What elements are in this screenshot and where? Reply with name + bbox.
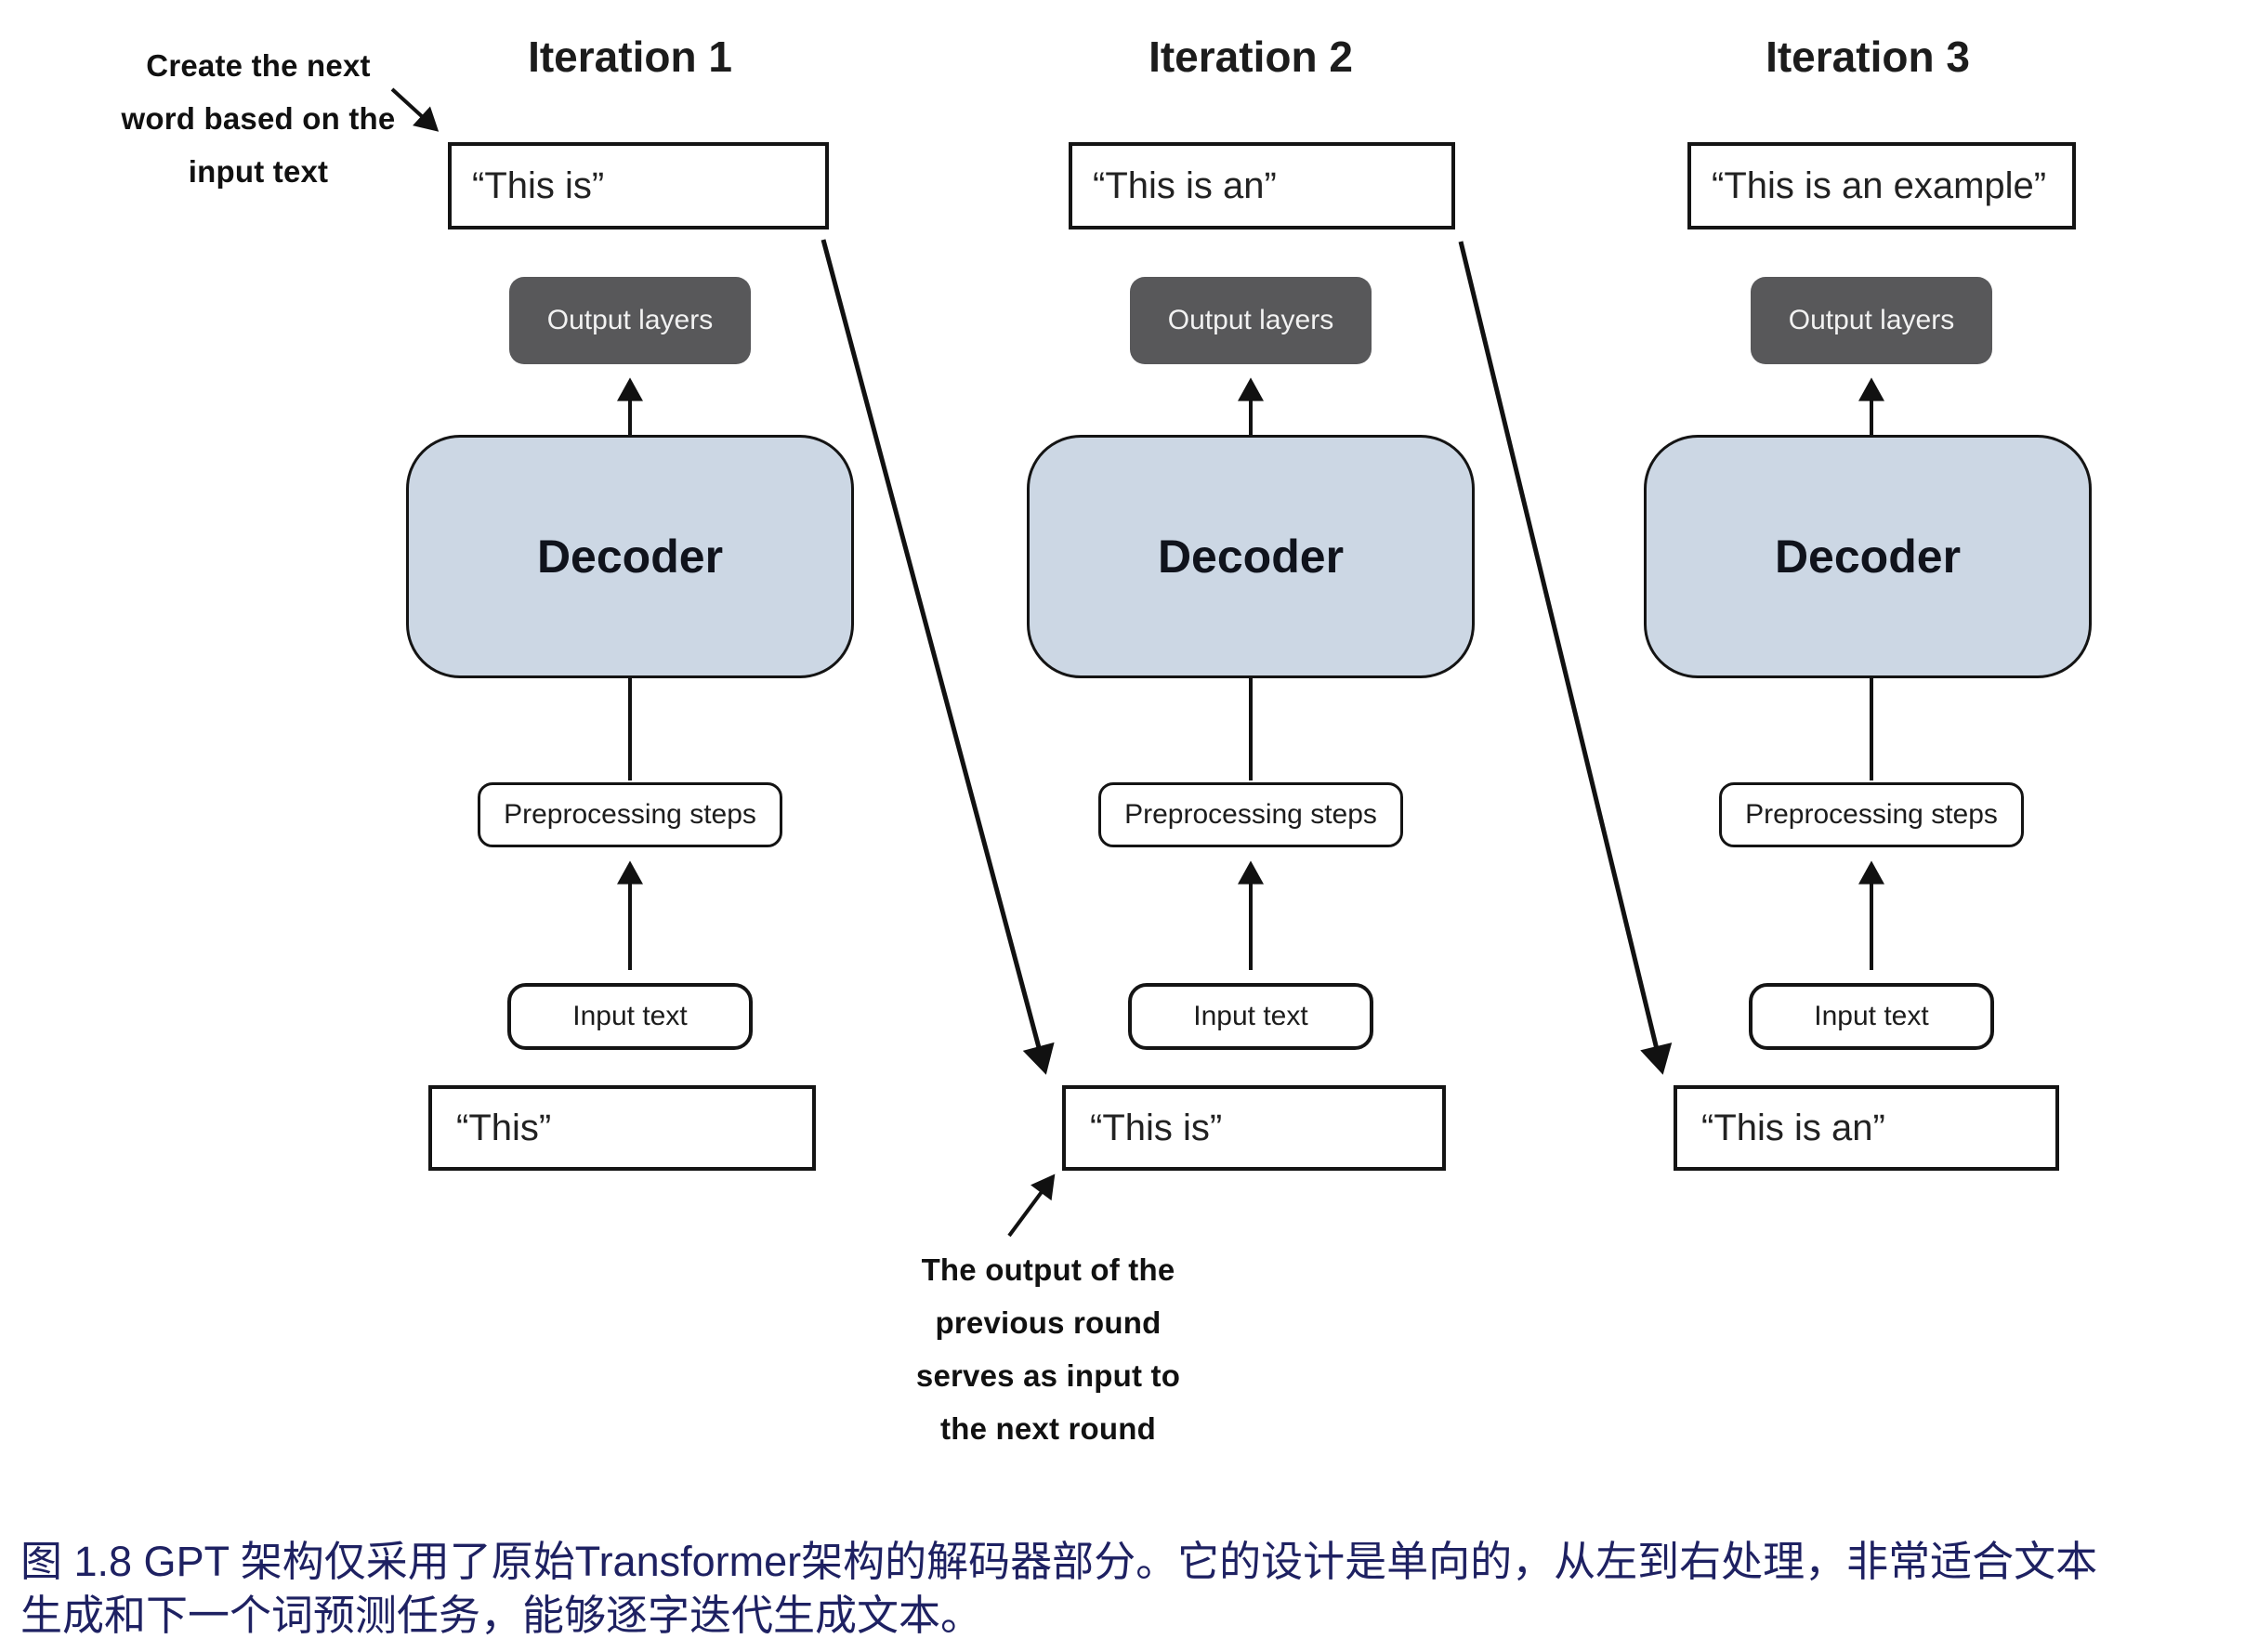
input-string: “This is an” bbox=[1701, 1107, 1885, 1148]
preprocessing-block-1: Preprocessing steps bbox=[478, 782, 782, 847]
input-textbox-iteration-2: “This is” bbox=[1062, 1085, 1446, 1171]
note-line: input text bbox=[188, 154, 329, 189]
output-textbox-iteration-3: “This is an example” bbox=[1687, 142, 2076, 229]
arrow-output2-to-input3 bbox=[1458, 241, 1673, 1075]
caption-line: 生成和下一个词预测任务，能够逐字迭代生成文本。 bbox=[20, 1592, 983, 1639]
iteration-3-title: Iteration 3 bbox=[1766, 33, 1970, 81]
note-line: The output of the bbox=[921, 1252, 1175, 1287]
output-layers-block-3: Output layers bbox=[1751, 277, 1992, 364]
iteration-2-title: Iteration 2 bbox=[1149, 33, 1353, 81]
output-text: “This is” bbox=[472, 164, 605, 206]
figure-caption: 图 1.8 GPT 架构仅采用了原始Transformer架构的解码器部分。它的… bbox=[20, 1535, 2251, 1643]
decoder-block-1: Decoder bbox=[406, 435, 854, 678]
note-create-next-word: Create the next word based on the input … bbox=[82, 39, 435, 198]
output-textbox-iteration-1: “This is” bbox=[448, 142, 829, 229]
output-layers-block-1: Output layers bbox=[509, 277, 751, 364]
input-text-block-1: Input text bbox=[507, 983, 753, 1050]
note-line: previous round bbox=[935, 1305, 1162, 1340]
note-line: the next round bbox=[940, 1411, 1156, 1446]
input-string: “This is” bbox=[1090, 1107, 1223, 1148]
arrow-note-bottom-pointer bbox=[1007, 1173, 1056, 1238]
input-string: “This” bbox=[456, 1107, 552, 1148]
note-line: serves as input to bbox=[915, 1358, 1181, 1393]
note-line: word based on the bbox=[121, 101, 396, 136]
iteration-1-title: Iteration 1 bbox=[528, 33, 732, 81]
preprocessing-block-3: Preprocessing steps bbox=[1719, 782, 2024, 847]
note-output-serves-as-input: The output of the previous round serves … bbox=[862, 1243, 1234, 1455]
preprocessing-block-2: Preprocessing steps bbox=[1098, 782, 1403, 847]
caption-line: 图 1.8 GPT 架构仅采用了原始Transformer架构的解码器部分。它的… bbox=[20, 1538, 2098, 1585]
input-textbox-iteration-1: “This” bbox=[428, 1085, 816, 1171]
input-text-block-2: Input text bbox=[1128, 983, 1373, 1050]
arrow-output1-to-input2 bbox=[820, 239, 1055, 1075]
decoder-block-3: Decoder bbox=[1644, 435, 2092, 678]
output-textbox-iteration-2: “This is an” bbox=[1069, 142, 1455, 229]
note-line: Create the next bbox=[146, 48, 371, 83]
output-layers-block-2: Output layers bbox=[1130, 277, 1372, 364]
input-textbox-iteration-3: “This is an” bbox=[1674, 1085, 2059, 1171]
input-text-block-3: Input text bbox=[1749, 983, 1994, 1050]
output-text: “This is an” bbox=[1093, 164, 1277, 206]
decoder-block-2: Decoder bbox=[1027, 435, 1475, 678]
output-text: “This is an example” bbox=[1712, 164, 2047, 206]
